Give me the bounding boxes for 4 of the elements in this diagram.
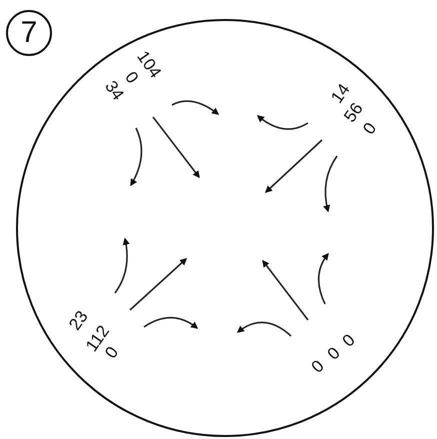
figure-number: 7: [20, 16, 38, 50]
traffic-count: 23: [66, 307, 90, 333]
traffic-count: 0: [360, 119, 379, 137]
numbered-circle: [6, 10, 52, 56]
